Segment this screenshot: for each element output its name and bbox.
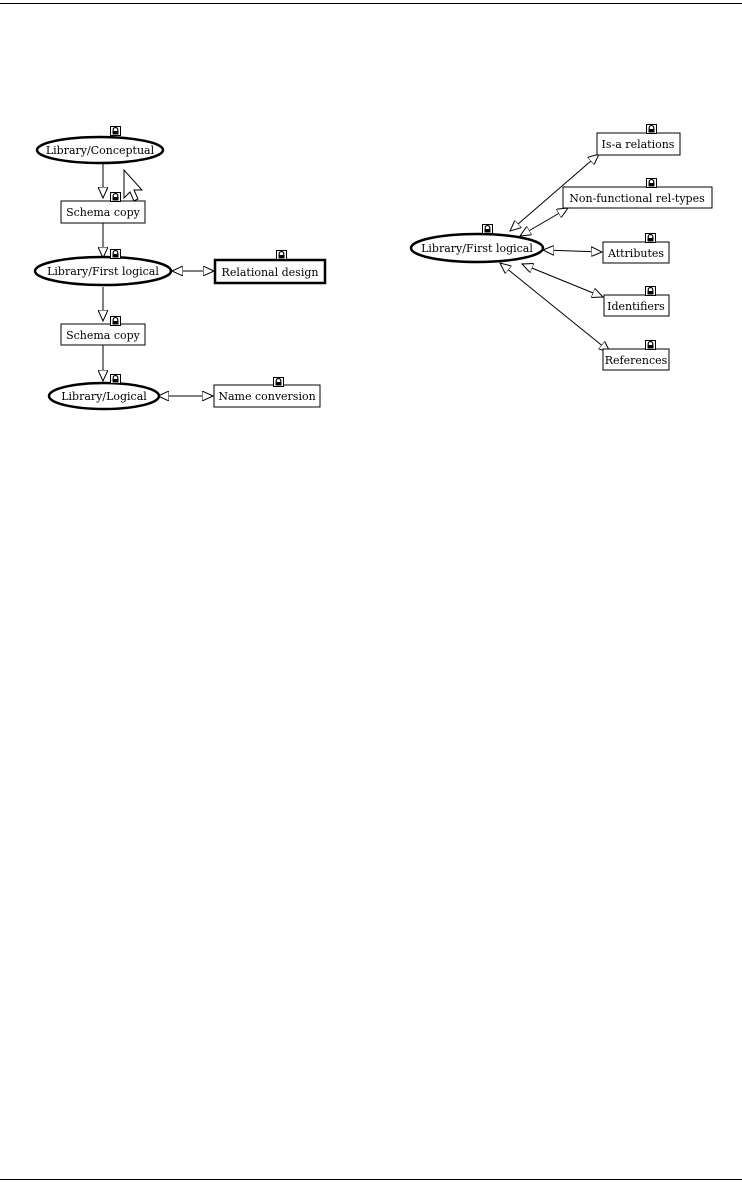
schema-label: Library/First logical [421, 242, 533, 255]
process-node-non-functional-rel-types[interactable]: Non-functional rel-types [562, 178, 713, 209]
lock-icon [110, 374, 121, 384]
lock-icon [645, 233, 656, 243]
mouse-pointer-icon [123, 168, 144, 202]
process-node-is-a-relations[interactable]: Is-a relations [596, 124, 681, 156]
process-label: Identifiers [607, 300, 665, 313]
schema-node-library-logical[interactable]: Library/Logical [47, 374, 161, 411]
process-label: Is-a relations [602, 138, 675, 151]
process-node-relational-design[interactable]: Relational design [213, 250, 327, 285]
schema-label: Library/Conceptual [46, 144, 155, 157]
process-node-schema-copy[interactable]: Schema copy [60, 192, 146, 224]
right-diagram: Library/First logical Is-a relations Non… [409, 124, 713, 371]
edge-identifiers [522, 264, 603, 297]
edge-references [500, 263, 610, 352]
schema-node-library-first-logical-right[interactable]: Library/First logical [409, 224, 545, 264]
process-label: Schema copy [66, 206, 141, 219]
process-label: References [605, 354, 668, 367]
process-label: Attributes [607, 247, 664, 260]
process-node-references[interactable]: References [602, 340, 670, 371]
lock-icon [276, 250, 287, 260]
lock-icon [273, 377, 284, 387]
schema-node-library-conceptual[interactable]: Library/Conceptual [35, 126, 165, 165]
edge-non-functional [520, 208, 568, 236]
lock-icon [110, 316, 121, 326]
process-node-schema-copy-2[interactable]: Schema copy [60, 316, 146, 346]
bottom-rule [0, 1179, 742, 1180]
schema-node-library-first-logical[interactable]: Library/First logical [33, 249, 173, 287]
lock-icon [110, 192, 121, 202]
process-node-name-conversion[interactable]: Name conversion [213, 377, 321, 408]
process-label: Relational design [222, 266, 319, 279]
lock-icon [110, 249, 121, 259]
schema-label: Library/Logical [61, 390, 147, 403]
lock-icon [646, 178, 657, 188]
lock-icon [482, 224, 493, 234]
process-label: Schema copy [66, 329, 141, 342]
process-label: Non-functional rel-types [569, 192, 705, 205]
lock-icon [645, 286, 656, 296]
top-rule [0, 3, 742, 4]
process-node-identifiers[interactable]: Identifiers [603, 286, 670, 317]
right-edges [500, 154, 610, 352]
edge-attributes [543, 250, 602, 252]
left-diagram: Library/Conceptual Schema copy Library/F… [33, 126, 327, 411]
lock-icon [646, 124, 657, 134]
lock-icon [110, 126, 121, 136]
lock-icon [645, 340, 656, 350]
process-label: Name conversion [218, 390, 315, 403]
left-edges [103, 163, 214, 396]
schema-label: Library/First logical [47, 265, 159, 278]
process-node-attributes[interactable]: Attributes [602, 233, 670, 264]
